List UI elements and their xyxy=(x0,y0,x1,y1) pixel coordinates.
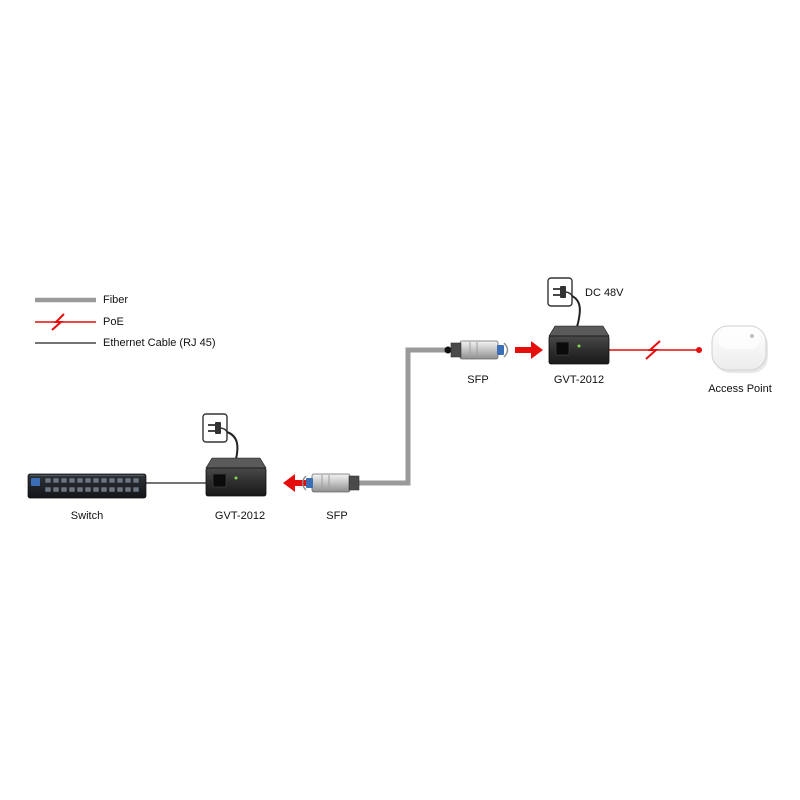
media-converter-lower xyxy=(205,457,267,497)
power-plug-icon-upper xyxy=(547,277,581,328)
legend-lightning-bolt-icon xyxy=(51,313,65,331)
rj45-port xyxy=(212,473,227,488)
fiber-cable-line xyxy=(358,347,448,486)
poe-endpoint-dot xyxy=(696,347,702,353)
sfp-module-upper xyxy=(450,340,509,360)
rj45-port-upper xyxy=(555,341,570,356)
media-converter-upper xyxy=(548,325,610,365)
arrow-left-icon xyxy=(283,474,311,492)
sfp-lower-label: SFP xyxy=(326,510,348,522)
access-point-device xyxy=(711,325,768,373)
sfp-upper-label: SFP xyxy=(467,374,489,386)
arrow-right-icon xyxy=(515,341,543,359)
switch-ports-row2 xyxy=(44,486,140,493)
power-cord xyxy=(226,431,239,460)
power-plug-icon xyxy=(202,413,239,460)
access-point-led xyxy=(750,334,754,338)
switch-logo xyxy=(31,478,40,486)
legend xyxy=(35,297,96,344)
sfp-module-lower xyxy=(301,473,360,493)
legend-fiber-label: Fiber xyxy=(103,294,129,306)
legend-poe-label: PoE xyxy=(103,316,124,328)
converter-lower-label: GVT-2012 xyxy=(214,510,266,522)
switch-label: Switch xyxy=(70,510,104,522)
dc-power-label: DC 48V xyxy=(585,287,624,299)
power-cord-upper xyxy=(571,295,581,328)
converter-upper-label: GVT-2012 xyxy=(553,374,605,386)
legend-ethernet-label: Ethernet Cable (RJ 45) xyxy=(103,337,216,349)
switch-device xyxy=(27,473,147,499)
access-point-label: Access Point xyxy=(708,383,772,395)
fiber-junction-dot xyxy=(444,346,452,354)
poe-lightning-bolt-icon xyxy=(645,340,661,360)
switch-ports-row1 xyxy=(44,477,140,484)
connections xyxy=(146,340,702,492)
